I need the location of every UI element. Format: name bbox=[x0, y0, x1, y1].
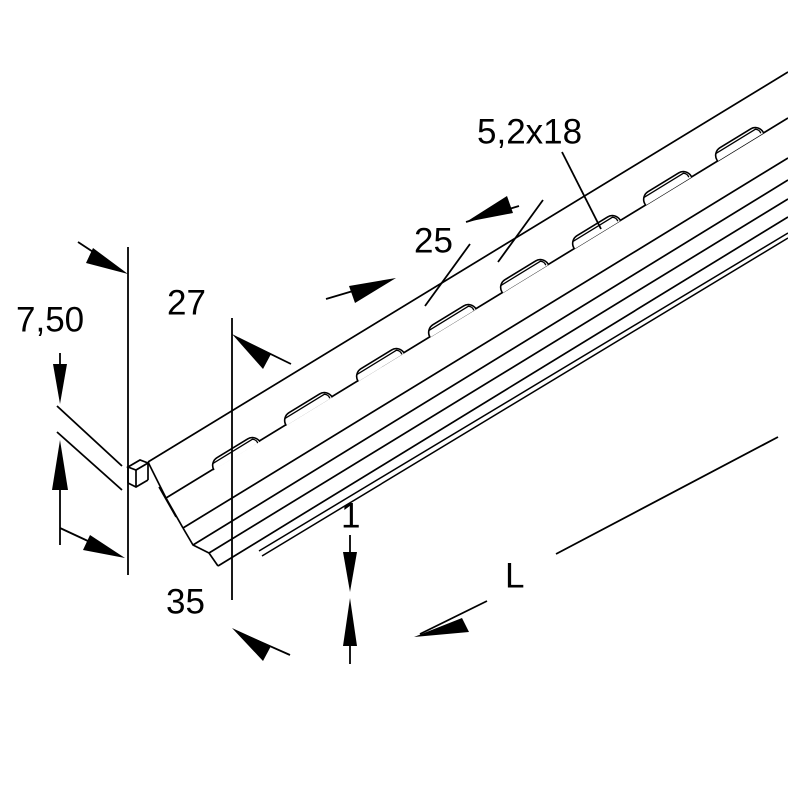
rail-slot bbox=[714, 126, 766, 166]
slot-size-label: 5,2x18 bbox=[477, 112, 582, 151]
rail-slot bbox=[499, 258, 551, 298]
length-label: L bbox=[505, 556, 524, 595]
dim-rail-depth bbox=[52, 440, 291, 661]
rail-bottom-bend bbox=[182, 179, 788, 567]
rail-slot bbox=[642, 170, 694, 210]
rail-front-wall bbox=[165, 157, 788, 529]
rail-slot bbox=[427, 303, 479, 343]
rail-slot bbox=[571, 214, 623, 254]
left-end-flange bbox=[126, 459, 150, 488]
rail-width-label: 27 bbox=[167, 283, 206, 322]
dim-rail-width bbox=[77, 241, 292, 600]
flange-depth-label: 7,50 bbox=[16, 300, 84, 339]
rail-left-end-interior bbox=[158, 486, 177, 518]
dim-thickness bbox=[343, 535, 357, 664]
dim-slot-size bbox=[561, 151, 602, 230]
slot-pitch-label: 25 bbox=[414, 221, 453, 260]
rail-slot bbox=[211, 436, 263, 476]
dim-slot-pitch bbox=[325, 196, 544, 307]
rail-depth-label: 35 bbox=[166, 582, 205, 621]
rail-top-face bbox=[147, 71, 788, 499]
dimension-labels: 5,2x18 25 27 7,50 35 1 L bbox=[16, 112, 582, 621]
dim-length bbox=[414, 436, 779, 637]
rail-slot bbox=[283, 391, 335, 431]
rail-body bbox=[126, 71, 788, 567]
rail-edge-thickness bbox=[258, 232, 788, 557]
dim-flange-depth bbox=[53, 353, 123, 491]
thickness-label: 1 bbox=[341, 496, 360, 535]
rail-slot bbox=[355, 347, 407, 387]
